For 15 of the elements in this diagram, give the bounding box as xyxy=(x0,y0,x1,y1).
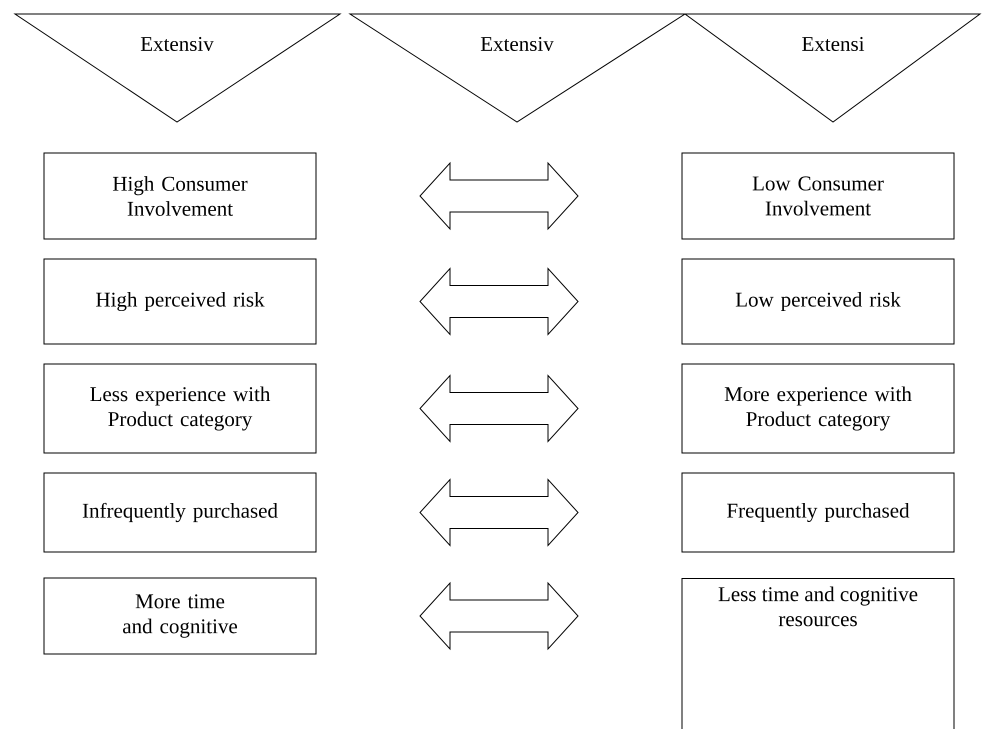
double-arrow xyxy=(419,162,579,230)
text-box: Low Consumer Involvement xyxy=(682,152,954,240)
text-box: Frequently purchased xyxy=(682,472,954,552)
double-arrow xyxy=(419,374,579,443)
text-box: More time and cognitive xyxy=(44,578,316,654)
text-box: High Consumer Involvement xyxy=(44,152,316,240)
text-box: Low perceived risk xyxy=(682,258,954,344)
text-box: High perceived risk xyxy=(44,258,316,344)
double-arrow xyxy=(419,582,579,650)
text-box: Infrequently purchased xyxy=(44,472,316,552)
text-box: Less experience with Product category xyxy=(44,364,316,454)
double-arrow xyxy=(419,267,579,336)
text-box: More experience with Product category xyxy=(682,364,954,454)
double-arrow xyxy=(419,478,579,547)
text-box: Less time and cognitive resources xyxy=(682,578,954,729)
